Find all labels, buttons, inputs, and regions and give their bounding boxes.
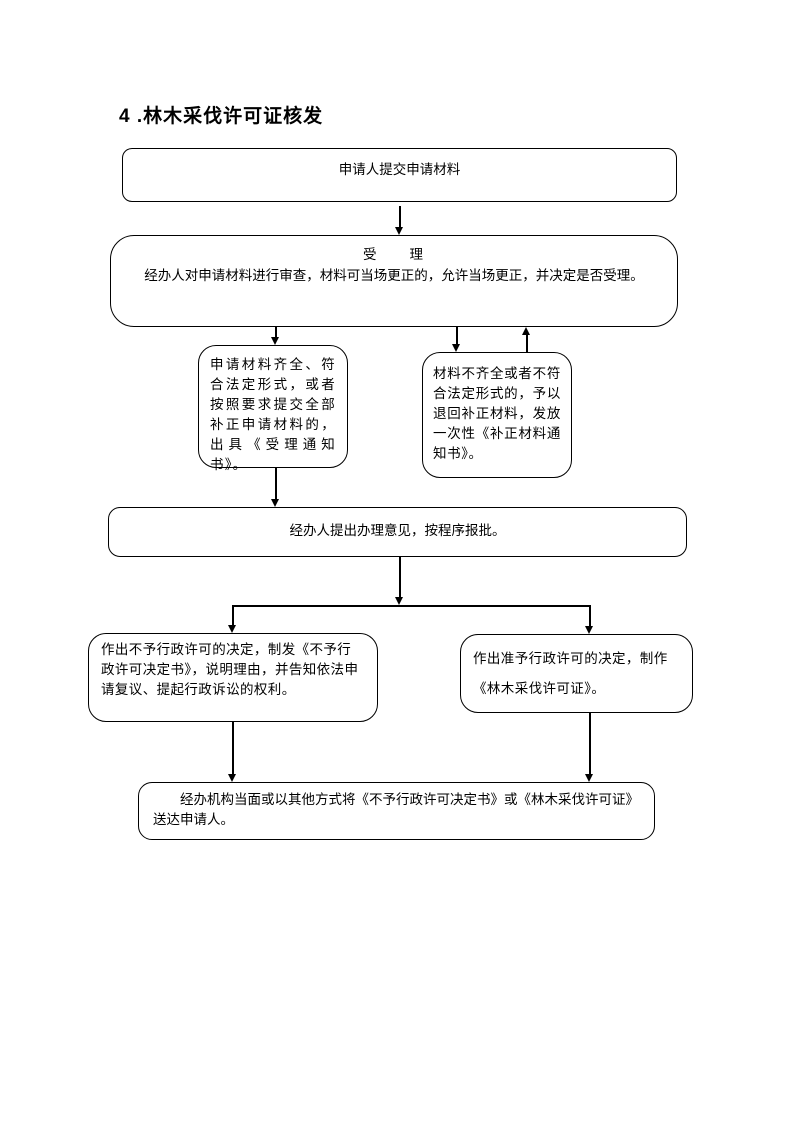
node-acceptance-heading: 受 理 <box>363 247 425 262</box>
connector-complete-review <box>275 468 277 500</box>
arrowhead-accept-complete <box>271 337 279 345</box>
connector-review-branch <box>399 557 401 598</box>
node-materials-incomplete-label: 材料不齐全或者不符合法定形式的，予以退回补正材料，发放一次性《补正材料通知书》。 <box>433 366 561 461</box>
arrowhead-approve-deliver <box>585 774 593 782</box>
node-deliver-label: 经办机构当面或以其他方式将《不予行政许可决定书》或《林木采伐许可证》送达申请人。 <box>153 792 639 827</box>
connector-submit-accept <box>399 206 401 228</box>
connector-branch-deny <box>232 606 234 626</box>
connector-accept-complete <box>275 327 277 338</box>
page-title: 4 .林木采伐许可证核发 <box>119 106 324 127</box>
branch-horizontal-line <box>232 605 591 607</box>
arrowhead-incomplete-accept <box>522 327 530 335</box>
node-deliver: 经办机构当面或以其他方式将《不予行政许可决定书》或《林木采伐许可证》送达申请人。 <box>138 782 655 840</box>
arrowhead-accept-incomplete <box>452 344 460 352</box>
node-acceptance-body: 经办人对申请材料进行审查，材料可当场更正的，允许当场更正，并决定是否受理。 <box>144 268 644 283</box>
arrowhead-review-branch <box>395 597 403 605</box>
arrowhead-branch-deny <box>228 625 236 633</box>
arrowhead-deny-deliver <box>228 774 236 782</box>
connector-deny-deliver <box>232 722 234 775</box>
connector-branch-approve <box>589 606 591 627</box>
arrowhead-complete-review <box>271 499 279 507</box>
node-deny-decision-label: 作出不予行政许可的决定，制发《不予行政许可决定书》，说明理由，并告知依法申请复议… <box>101 642 359 697</box>
connector-approve-deliver <box>589 713 591 775</box>
node-materials-complete: 申请材料齐全、符合法定形式，或者按照要求提交全部补正申请材料的，出具《受理通知书… <box>198 345 348 472</box>
connector-accept-incomplete <box>456 327 458 345</box>
connector-incomplete-accept <box>526 335 528 352</box>
arrowhead-branch-approve <box>585 626 593 634</box>
node-deny-decision: 作出不予行政许可的决定，制发《不予行政许可决定书》，说明理由，并告知依法申请复议… <box>88 633 378 722</box>
arrowhead-submit-accept <box>395 227 403 235</box>
node-approve-decision-label: 作出准予行政许可的决定，制作《林木采伐许可证》。 <box>473 651 668 696</box>
node-materials-complete-label: 申请材料齐全、符合法定形式，或者按照要求提交全部补正申请材料的，出具《受理通知书… <box>210 357 336 472</box>
node-acceptance: 受 理 经办人对申请材料进行审查，材料可当场更正的，允许当场更正，并决定是否受理… <box>110 235 678 327</box>
node-review-report: 经办人提出办理意见，按程序报批。 <box>108 507 687 557</box>
node-review-report-label: 经办人提出办理意见，按程序报批。 <box>289 523 506 538</box>
node-materials-incomplete: 材料不齐全或者不符合法定形式的，予以退回补正材料，发放一次性《补正材料通知书》。 <box>422 352 572 478</box>
node-submit-materials: 申请人提交申请材料 <box>122 148 677 202</box>
node-approve-decision: 作出准予行政许可的决定，制作《林木采伐许可证》。 <box>460 634 693 713</box>
node-submit-materials-label: 申请人提交申请材料 <box>338 162 461 177</box>
